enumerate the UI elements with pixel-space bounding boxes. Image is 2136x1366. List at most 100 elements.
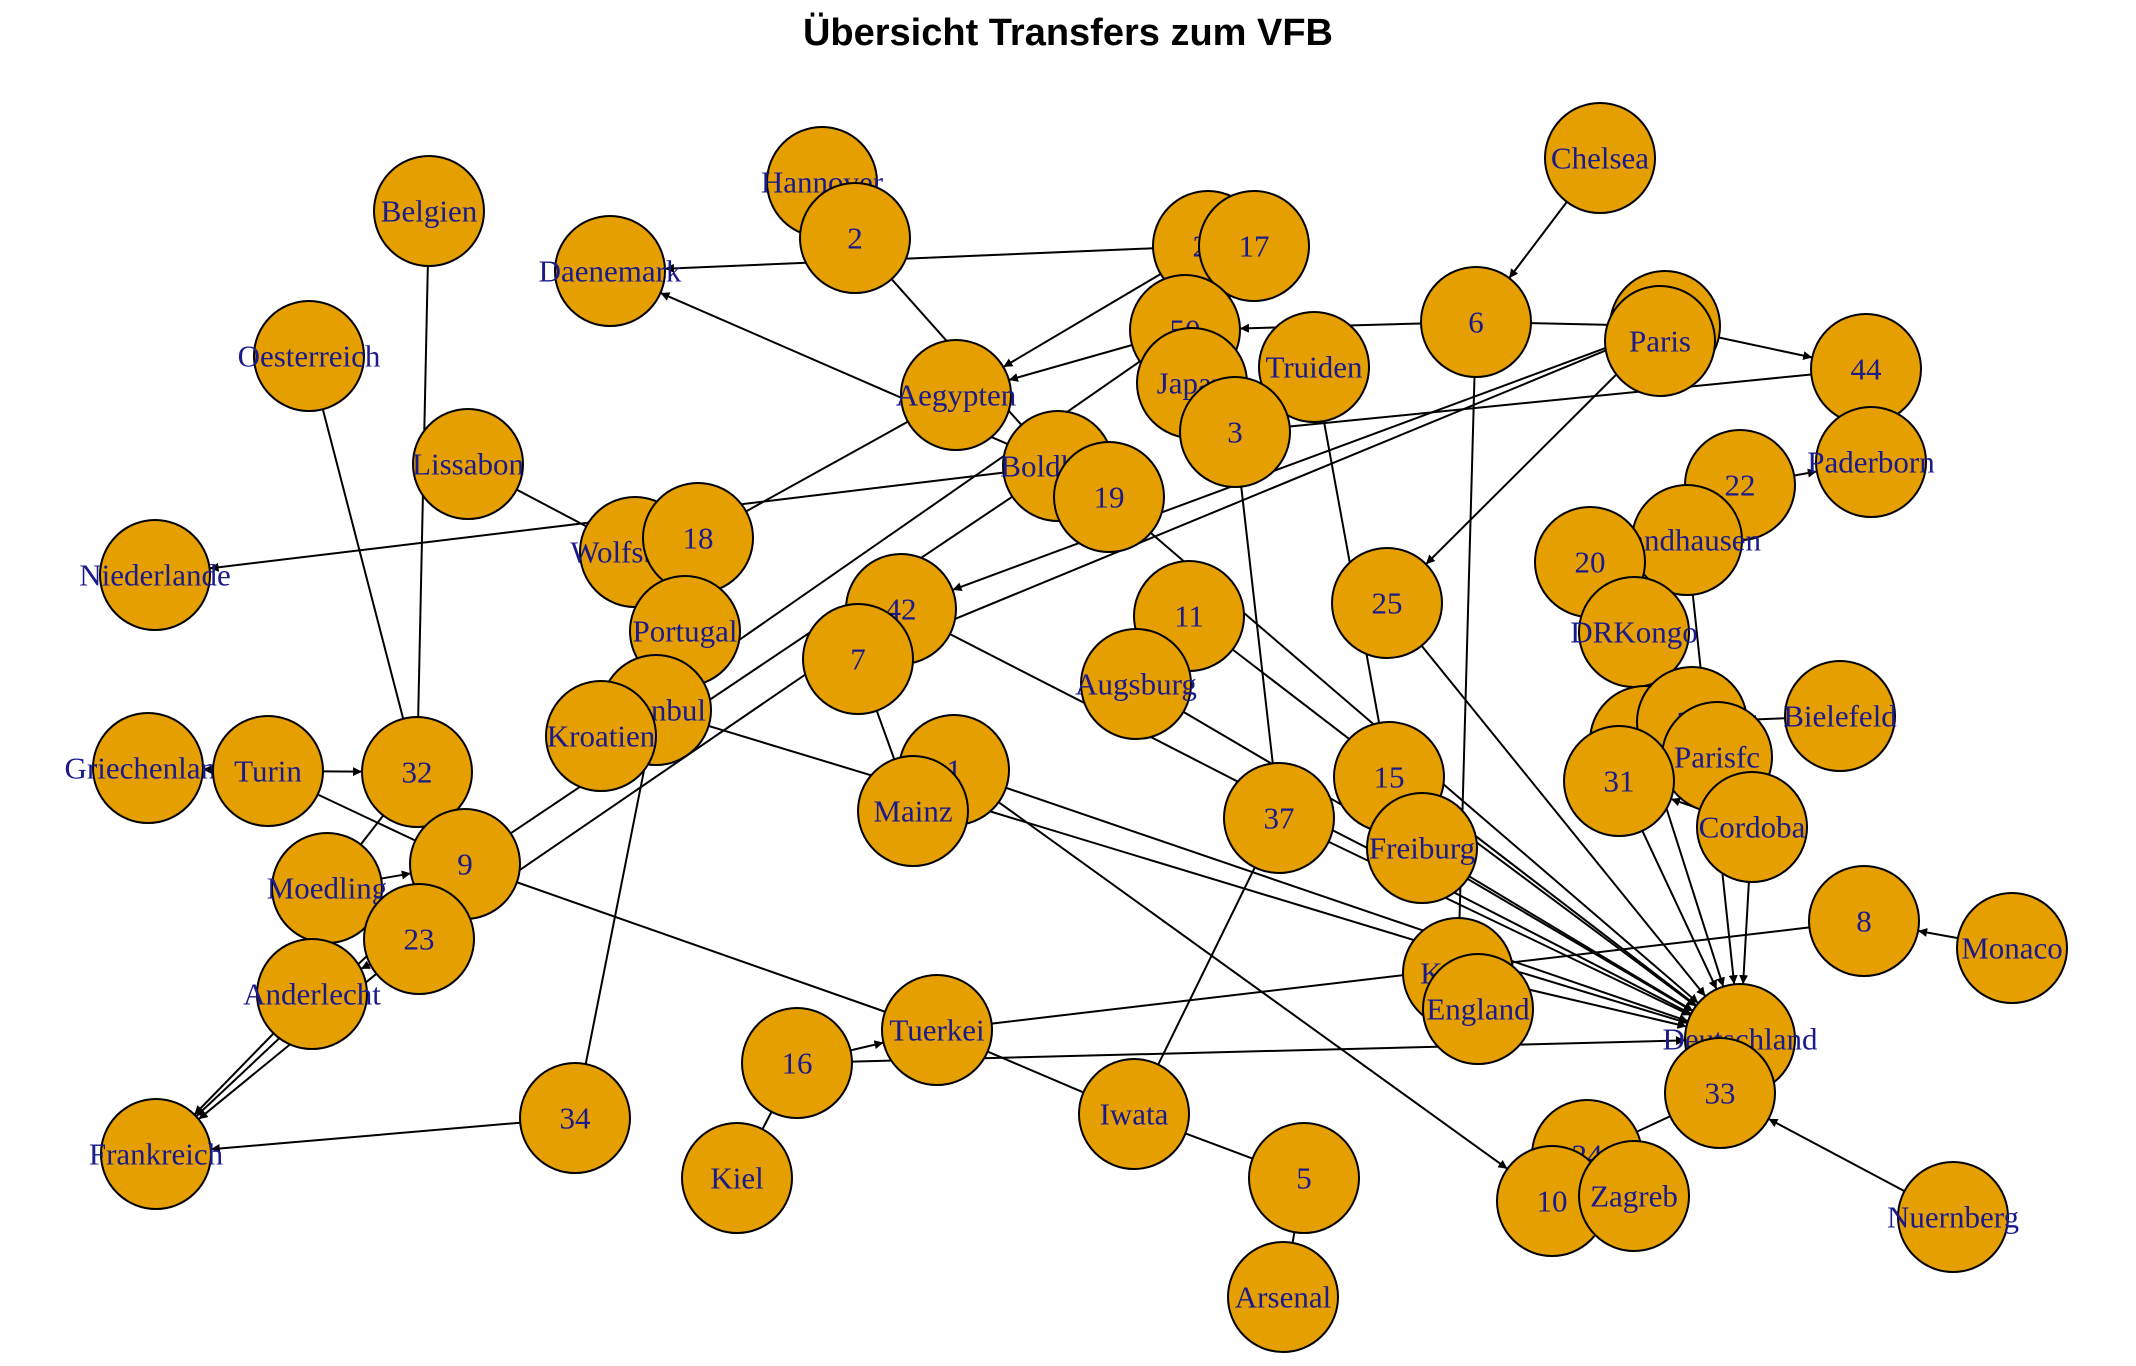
node-lissabon: Lissabon xyxy=(412,408,524,520)
node-circle xyxy=(1604,285,1716,397)
node-circle xyxy=(1664,1037,1776,1149)
node-circle xyxy=(881,974,993,1086)
node-truiden: Truiden xyxy=(1258,311,1370,423)
node-circle xyxy=(1563,725,1675,837)
node-circle xyxy=(1808,865,1920,977)
node-label: Paderborn xyxy=(1807,445,1935,480)
node-circle xyxy=(92,712,204,824)
edge-vfb-to-n7 xyxy=(908,346,1615,639)
node-n10: 10 xyxy=(1496,1145,1608,1257)
node-moedling: Moedling xyxy=(267,832,388,944)
node-paris: Paris xyxy=(1604,285,1716,397)
node-circle xyxy=(1422,953,1534,1065)
edge-n16-to-turkei xyxy=(850,1040,884,1052)
node-cordoba: Cordoba xyxy=(1696,771,1808,883)
edge-lissabon-to-wolfsburg xyxy=(516,488,587,528)
node-chelsea: Chelsea xyxy=(1544,102,1656,214)
edge-n5-to-arsenal xyxy=(1291,1231,1296,1244)
node-label: 2 xyxy=(847,221,863,256)
node-label: 15 xyxy=(1374,760,1405,795)
node-label: Arsenal xyxy=(1235,1280,1331,1315)
node-label: 10 xyxy=(1537,1184,1568,1219)
node-circle xyxy=(1223,762,1335,874)
edge-n16-to-kiel xyxy=(761,1111,773,1130)
node-oesterreich: Oesterreich xyxy=(238,300,381,412)
node-circle xyxy=(900,339,1012,451)
node-circle xyxy=(256,938,368,1050)
node-circle xyxy=(1053,441,1165,553)
node-circle xyxy=(212,715,324,827)
node-label: England xyxy=(1426,992,1530,1027)
node-n37: 37 xyxy=(1223,762,1335,874)
edge-istanbul-to-deutschland xyxy=(708,725,1688,1025)
node-paderborn: Paderborn xyxy=(1807,406,1935,518)
node-turin: Turin xyxy=(212,715,324,827)
node-daenemark: Daenemark xyxy=(539,215,682,327)
node-frankreich: Frankreich xyxy=(89,1098,224,1210)
node-label: 33 xyxy=(1705,1076,1736,1111)
node-circle xyxy=(1179,376,1291,488)
edge-n44-to-n3 xyxy=(1289,373,1812,428)
node-label: 19 xyxy=(1094,480,1125,515)
node-label: 22 xyxy=(1725,468,1756,503)
node-label: Moedling xyxy=(267,871,388,906)
node-n44: 44 xyxy=(1810,313,1922,425)
node-circle xyxy=(1227,1241,1339,1353)
node-griechenland: Griechenland xyxy=(65,712,232,824)
node-circle xyxy=(1815,406,1927,518)
edge-turkei-to-iwata xyxy=(987,1050,1084,1094)
node-circle xyxy=(1696,771,1808,883)
edge-iwata-to-n5 xyxy=(1185,1132,1253,1160)
node-label: Portugal xyxy=(632,614,737,649)
node-label: 34 xyxy=(560,1101,592,1136)
node-label: Turin xyxy=(234,754,302,789)
node-turkei: Tuerkei xyxy=(881,974,993,1086)
nodes-layer: Hannover2BelgienDaenemark2817ChelseaOest… xyxy=(65,102,2068,1353)
node-label: Tuerkei xyxy=(889,1013,985,1048)
edge-n32-to-moedling xyxy=(359,814,385,846)
node-circle xyxy=(519,1062,631,1174)
node-mainz: Mainz xyxy=(857,755,969,867)
node-circle xyxy=(545,680,657,792)
edge-koeln-to-deutschland xyxy=(1511,984,1687,1029)
node-label: Nuernberg xyxy=(1887,1200,2019,1235)
node-circle xyxy=(799,182,911,294)
node-circle xyxy=(1258,311,1370,423)
edge-freiburg-to-deutschland xyxy=(1468,875,1694,1012)
node-circle xyxy=(741,1007,853,1119)
edge-vfb-to-n25 xyxy=(1425,364,1627,565)
node-circle xyxy=(1080,628,1192,740)
node-augsburg: Augsburg xyxy=(1075,628,1197,740)
edge-n14-to-deutschland xyxy=(1660,793,1725,987)
node-n8: 8 xyxy=(1808,865,1920,977)
edge-n25-to-deutschland xyxy=(1420,645,1707,997)
node-n16: 16 xyxy=(741,1007,853,1119)
edge-n28-to-daenemark xyxy=(664,247,1154,273)
node-label: Truiden xyxy=(1265,350,1363,385)
edge-n8-to-turkei xyxy=(991,926,1810,1025)
edge-oesterreich-to-n32 xyxy=(321,408,405,720)
node-circle xyxy=(1578,1140,1690,1252)
node-label: Bielefeld xyxy=(1783,699,1897,734)
edge-n7-to-mainz xyxy=(875,710,896,760)
node-circle xyxy=(554,215,666,327)
node-label: Oesterreich xyxy=(238,339,381,374)
node-label: Paris xyxy=(1629,324,1691,359)
node-label: Kroatien xyxy=(547,719,656,754)
node-n6: 6 xyxy=(1420,266,1532,378)
edge-chelsea-to-n6 xyxy=(1508,201,1568,279)
edge-n9-to-turkei xyxy=(516,881,886,1013)
node-circle xyxy=(1078,1058,1190,1170)
edge-n6-to-vfb xyxy=(1530,322,1611,326)
node-n18: 18 xyxy=(642,482,754,594)
node-circle xyxy=(100,1098,212,1210)
node-label: Zagreb xyxy=(1590,1179,1678,1214)
node-england: England xyxy=(1422,953,1534,1065)
node-label: 8 xyxy=(1856,904,1872,939)
edge-cordoba-to-deutschland xyxy=(1739,881,1750,985)
node-label: 31 xyxy=(1604,764,1635,799)
node-circle xyxy=(1198,190,1310,302)
node-label: 37 xyxy=(1264,801,1295,836)
edge-n33-to-n24 xyxy=(1636,1115,1671,1133)
node-label: Niederlande xyxy=(79,558,230,593)
